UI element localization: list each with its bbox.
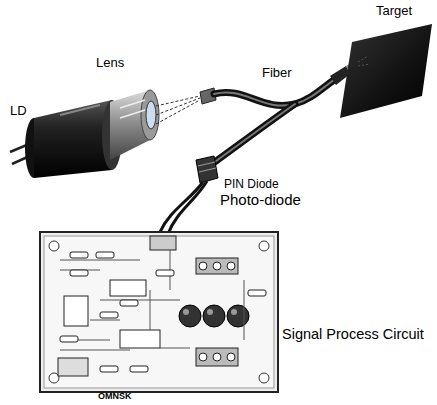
resistor-symbol [60, 252, 266, 372]
circuit-board [40, 232, 278, 392]
reflection [358, 56, 370, 66]
part-label: Fiber [262, 66, 292, 80]
part-label: PIN Diode [224, 178, 279, 191]
target-plate [340, 24, 432, 118]
ld-body [25, 100, 122, 178]
board-traces [60, 250, 244, 350]
part-label: Photo-diode [220, 192, 301, 209]
lens-housing [110, 90, 159, 160]
part-label: Signal Process Circuit [282, 327, 424, 343]
part-label: Lens [96, 56, 124, 70]
light-beam [156, 96, 200, 124]
part-label: LD [10, 104, 27, 118]
pin-connector [160, 156, 218, 234]
brand-mark: OMNSK [98, 392, 132, 402]
fiber-cable [212, 80, 334, 164]
part-label: Target [376, 4, 412, 18]
